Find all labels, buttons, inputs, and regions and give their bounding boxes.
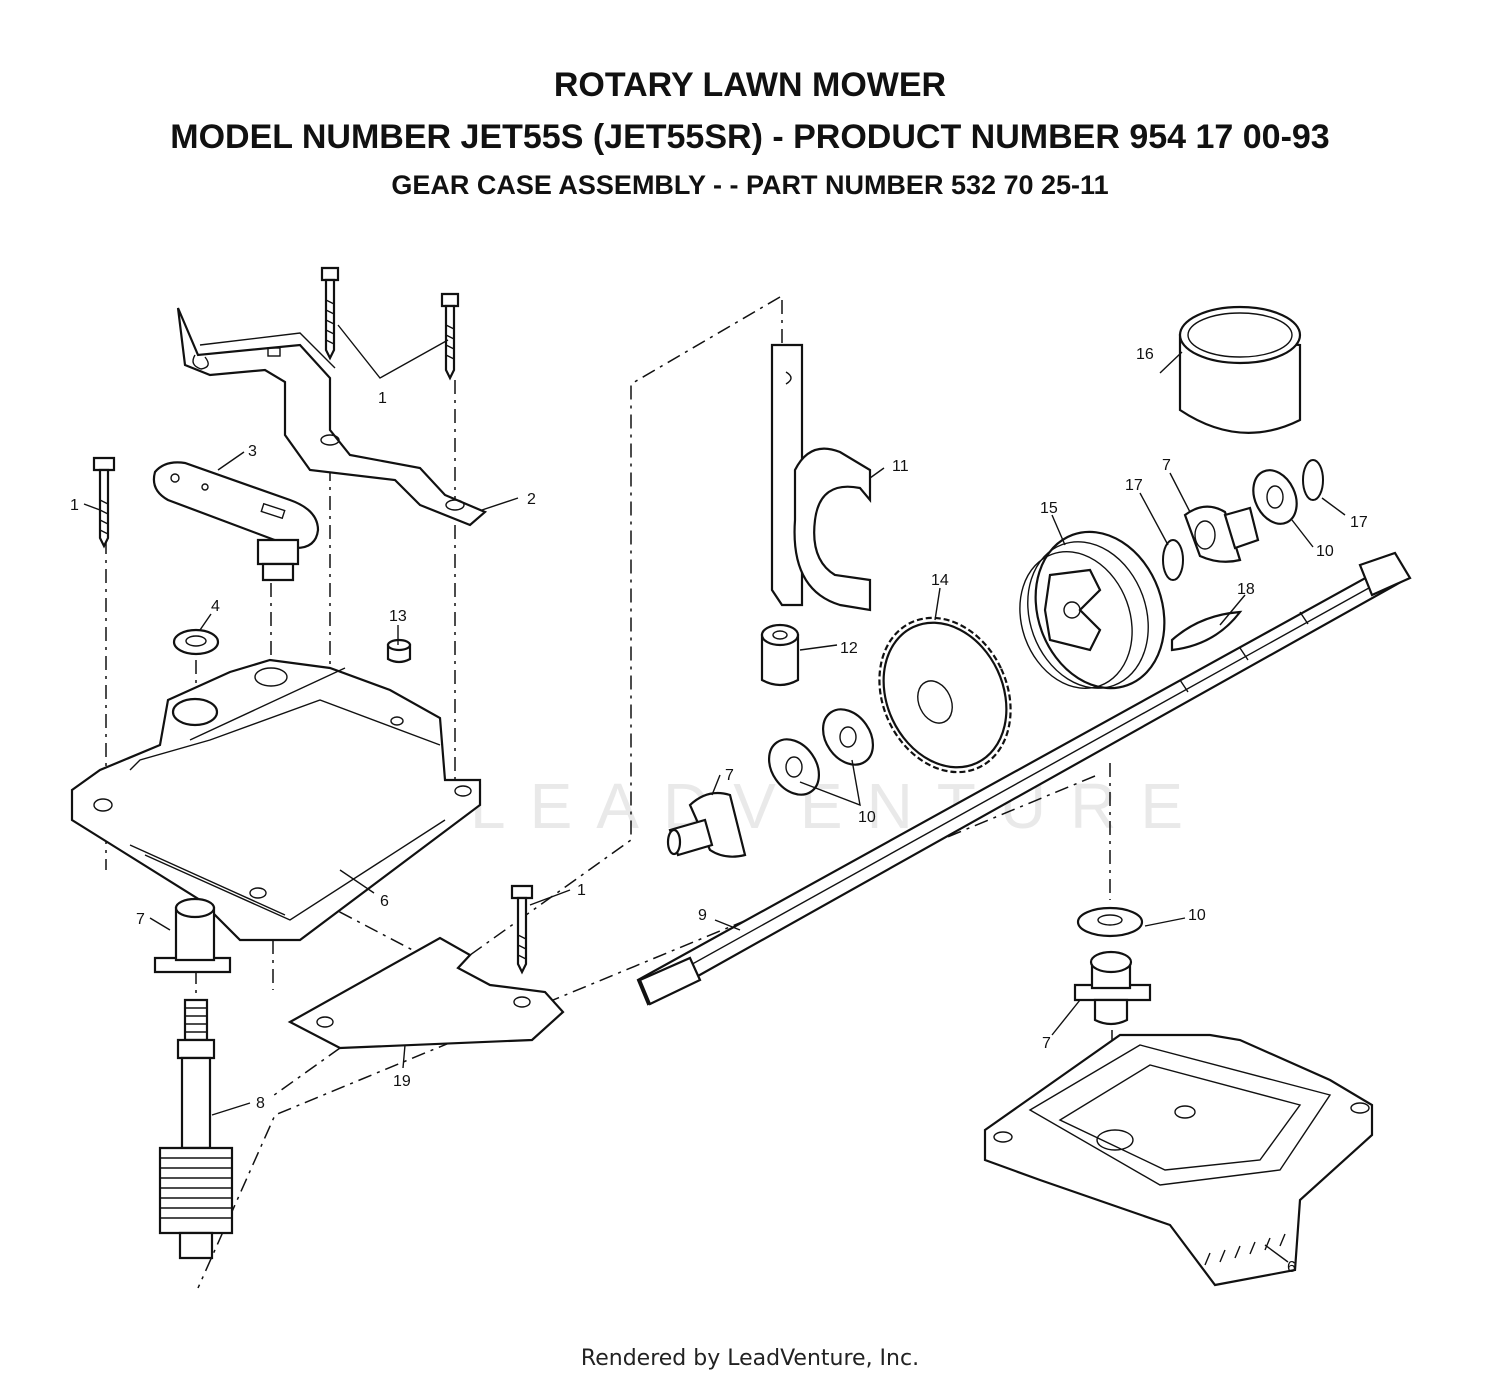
callout-6: 6 xyxy=(1287,1259,1296,1276)
part-1-screw xyxy=(320,266,340,361)
callout-19: 19 xyxy=(393,1073,411,1090)
model-line: MODEL NUMBER JET55S (JET55SR) - PRODUCT … xyxy=(170,118,1330,156)
diagram-title: ROTARY LAWN MOWER xyxy=(553,66,947,104)
callout-7: 7 xyxy=(1162,457,1171,474)
part-7-bushing-right xyxy=(1183,505,1260,563)
part-13-plug xyxy=(386,638,412,664)
callout-7: 7 xyxy=(1042,1035,1051,1052)
callout-11: 11 xyxy=(892,458,909,475)
watermark: LEADVENTURE xyxy=(470,770,1207,842)
part-1-screw xyxy=(510,884,534,975)
part-10-washer xyxy=(1076,906,1144,938)
callout-1: 1 xyxy=(577,882,586,899)
part-11-shift-fork xyxy=(770,343,872,612)
callout-17: 17 xyxy=(1125,477,1143,494)
part-15-clutch-drum xyxy=(1019,530,1166,690)
assembly-line: GEAR CASE ASSEMBLY - - PART NUMBER 532 7… xyxy=(391,170,1109,200)
callout-16: 16 xyxy=(1136,346,1154,363)
part-17-retaining-clip xyxy=(1302,459,1324,501)
part-8-worm-shaft xyxy=(158,998,234,1260)
footer-credit: Rendered by LeadVenture, Inc. xyxy=(580,1346,920,1371)
callout-8: 8 xyxy=(256,1095,265,1112)
callout-2: 2 xyxy=(527,491,536,508)
part-1-screw xyxy=(92,456,116,549)
callout-10: 10 xyxy=(1188,907,1206,924)
part-3-shift-lever xyxy=(152,461,320,582)
part-6-lower-gear-case xyxy=(983,1033,1374,1287)
part-12-bushing xyxy=(760,623,800,687)
callout-18: 18 xyxy=(1237,581,1255,598)
callout-3: 3 xyxy=(248,443,257,460)
callout-1: 1 xyxy=(70,497,79,514)
callout-6: 6 xyxy=(380,893,389,910)
callout-14: 14 xyxy=(931,572,949,589)
part-6-upper-gear-case xyxy=(70,658,482,942)
leader-lines xyxy=(83,324,1346,1263)
callout-17: 17 xyxy=(1350,514,1368,531)
part-1-screw xyxy=(440,292,460,381)
callout-7: 7 xyxy=(136,911,145,928)
callout-1: 1 xyxy=(378,390,387,407)
part-7-bushing xyxy=(153,897,232,974)
callout-labels: 1 1 1 2 3 4 6 6 7 7 7 7 8 9 10 10 10 11 … xyxy=(70,346,1368,1276)
part-10-washer xyxy=(767,738,821,796)
part-18-key xyxy=(1170,610,1243,652)
callout-10: 10 xyxy=(858,809,876,826)
callout-10: 10 xyxy=(1316,543,1334,560)
part-10-washer xyxy=(1252,469,1298,525)
callout-4: 4 xyxy=(211,598,220,615)
part-19-plate xyxy=(287,936,565,1050)
callout-12: 12 xyxy=(840,640,858,657)
callout-13: 13 xyxy=(389,608,407,625)
part-10-washer xyxy=(821,708,875,766)
part-7-bushing-lower xyxy=(1073,950,1152,1026)
part-17-retaining-clip xyxy=(1162,539,1184,581)
callout-9: 9 xyxy=(698,907,707,924)
part-2-bracket xyxy=(176,307,488,527)
part-14-gear xyxy=(878,616,1012,774)
part-4-washer xyxy=(172,628,220,656)
part-16-sleeve xyxy=(1178,305,1302,434)
callout-15: 15 xyxy=(1040,500,1058,517)
part-7-bushing-center xyxy=(666,791,747,858)
part-9-axle-shaft xyxy=(636,551,1412,1006)
callout-7: 7 xyxy=(725,767,734,784)
